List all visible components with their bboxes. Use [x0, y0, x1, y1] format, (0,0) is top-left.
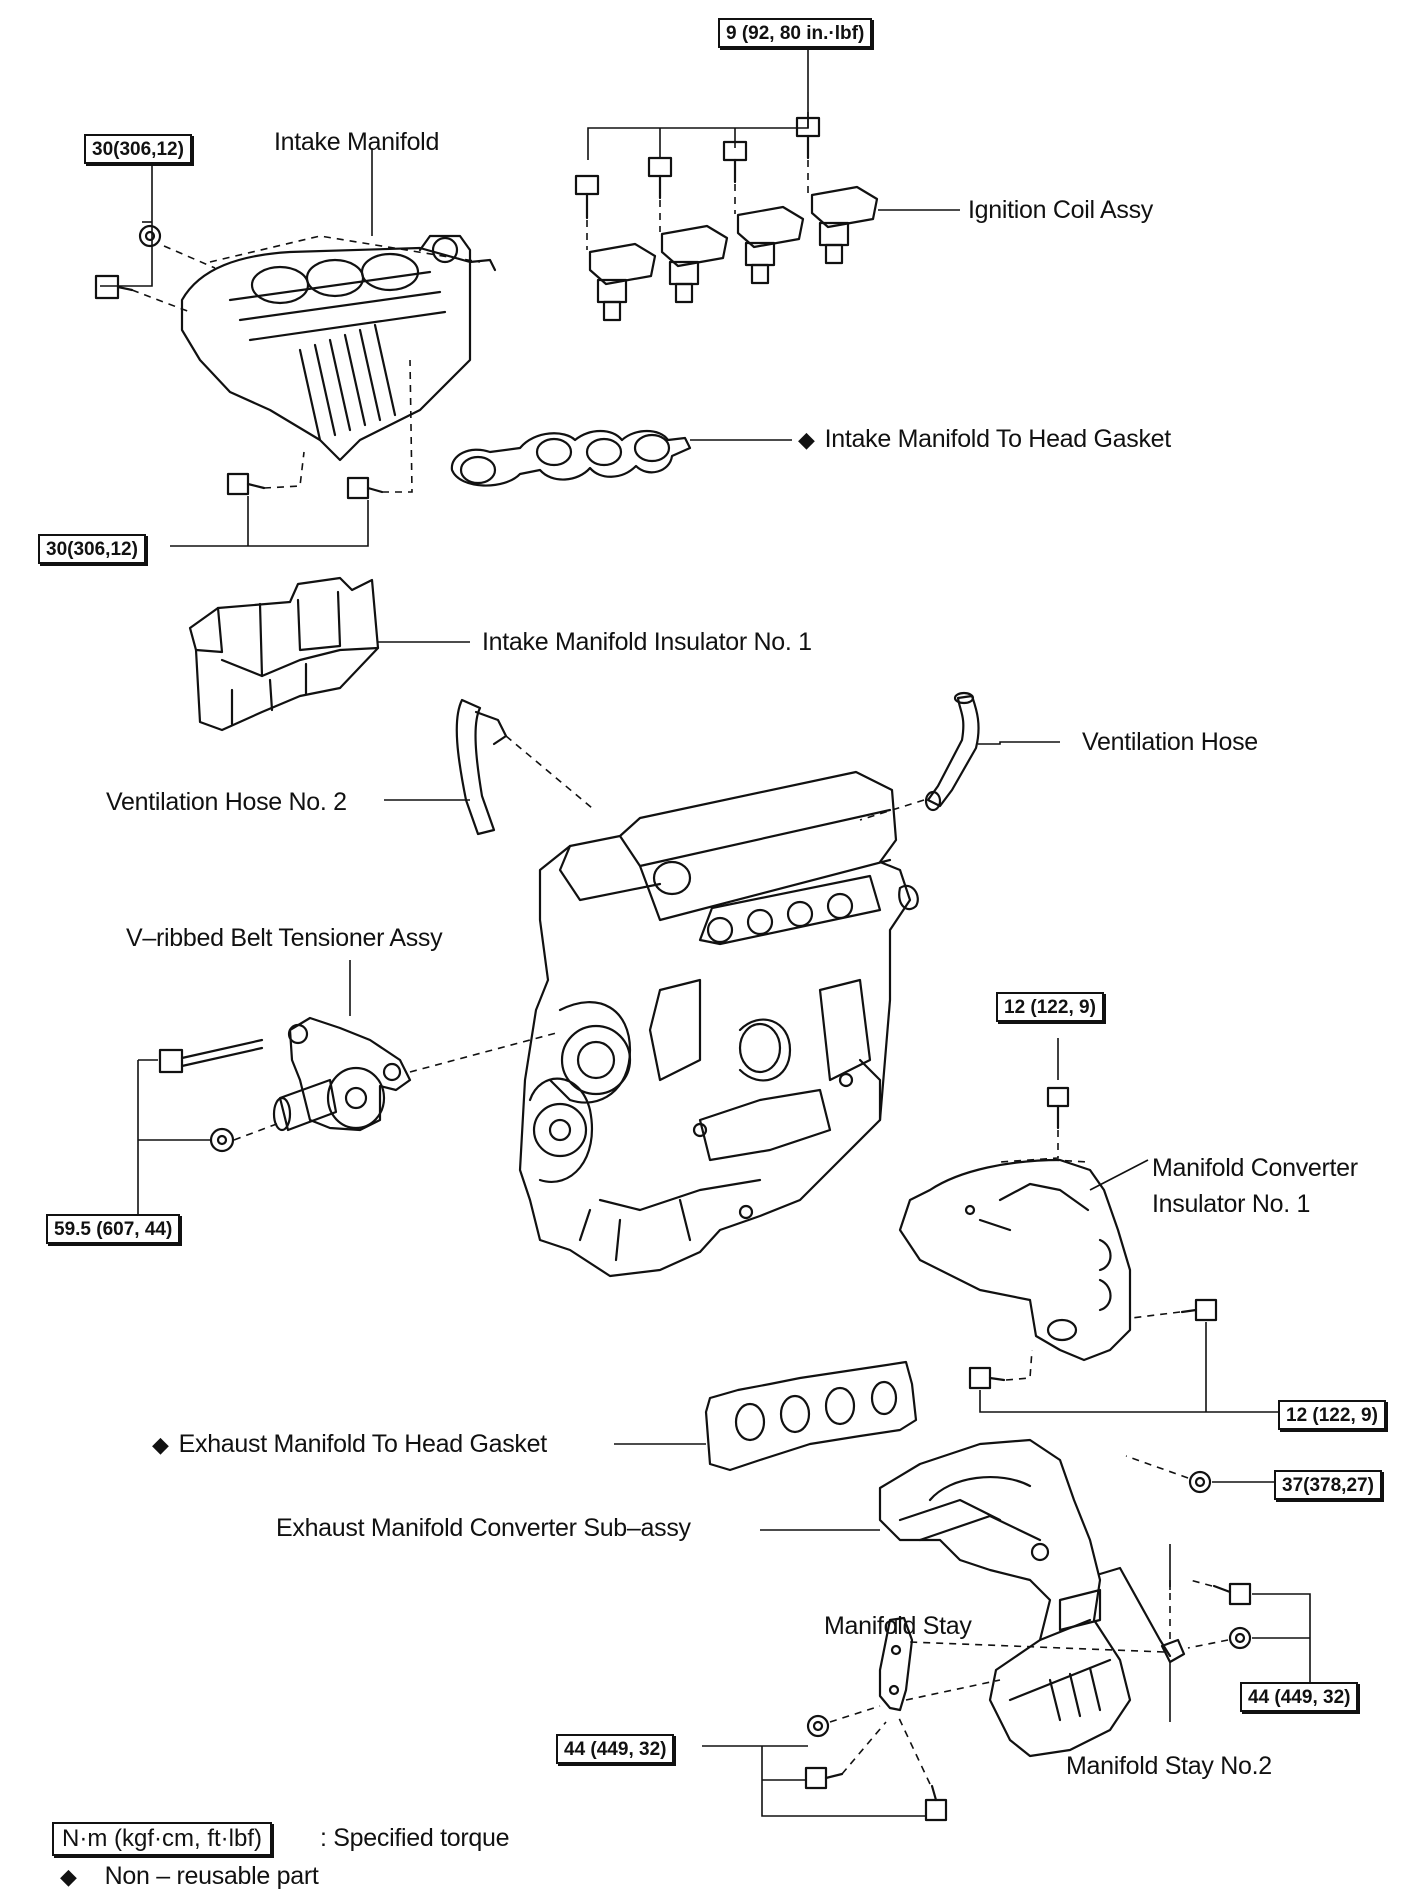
label-intake-insulator: Intake Manifold Insulator No. 1 [482, 628, 812, 656]
legend-torque-text: : Specified torque [320, 1824, 510, 1852]
label-manifold-stay: Manifold Stay [824, 1612, 972, 1640]
torque-intake-upper: 30(306,12) [84, 134, 192, 164]
label-intake-manifold: Intake Manifold [274, 128, 440, 156]
belt-tensioner-group [137, 960, 561, 1218]
label-converter-insulator-2: Insulator No. 1 [1152, 1190, 1311, 1218]
intake-gasket [450, 429, 692, 487]
label-exhaust-gasket-text: Exhaust Manifold To Head Gasket [178, 1430, 548, 1458]
exhaust-gasket [704, 1360, 918, 1472]
label-exhaust-converter: Exhaust Manifold Converter Sub–assy [276, 1514, 691, 1542]
exhaust-manifold-converter [878, 1438, 1172, 1758]
nonreusable-legend-icon: ◆ [60, 1864, 77, 1889]
intake-manifold-group [94, 148, 497, 547]
label-ventilation-hose: Ventilation Hose [1082, 728, 1258, 756]
engine-block [518, 770, 919, 1278]
label-ventilation-hose-no2: Ventilation Hose No. 2 [106, 788, 347, 816]
torque-stay-right: 44 (449, 32) [1240, 1682, 1359, 1712]
legend-nonreusable-text: Non – reusable part [104, 1862, 319, 1890]
intake-insulator [188, 576, 380, 732]
label-exhaust-gasket: ◆ Exhaust Manifold To Head Gasket [152, 1432, 547, 1457]
label-converter-insulator-1: Manifold Converter [1152, 1154, 1358, 1182]
label-intake-gasket-text: Intake Manifold To Head Gasket [824, 425, 1172, 453]
label-intake-gasket: ◆ Intake Manifold To Head Gasket [798, 427, 1171, 452]
torque-stay-left: 44 (449, 32) [556, 1734, 675, 1764]
torque-ignition-coil: 9 (92, 80 in.·lbf) [718, 18, 873, 48]
legend-torque-box: N·m (kgf·cm, ft·lbf) [52, 1822, 272, 1856]
ignition-coil-group [574, 48, 960, 322]
manifold-stay-group [702, 1544, 1311, 1822]
label-ignition-coil-assy: Ignition Coil Assy [968, 196, 1153, 224]
label-belt-tensioner: V–ribbed Belt Tensioner Assy [126, 924, 443, 952]
torque-exhaust-nut: 37(378,27) [1274, 1470, 1382, 1500]
label-manifold-stay-no2: Manifold Stay No.2 [1066, 1752, 1272, 1780]
torque-insulator-side: 12 (122, 9) [1278, 1400, 1386, 1430]
torque-insulator-top: 12 (122, 9) [996, 992, 1104, 1022]
converter-insulator-group [898, 1038, 1278, 1413]
ventilation-hoses [455, 691, 980, 836]
legend-nonreusable: ◆ Non – reusable part [60, 1864, 319, 1889]
torque-intake-lower: 30(306,12) [38, 534, 146, 564]
torque-tensioner: 59.5 (607, 44) [46, 1214, 181, 1244]
nonreusable-icon: ◆ [152, 1432, 169, 1457]
nonreusable-icon: ◆ [798, 427, 815, 452]
